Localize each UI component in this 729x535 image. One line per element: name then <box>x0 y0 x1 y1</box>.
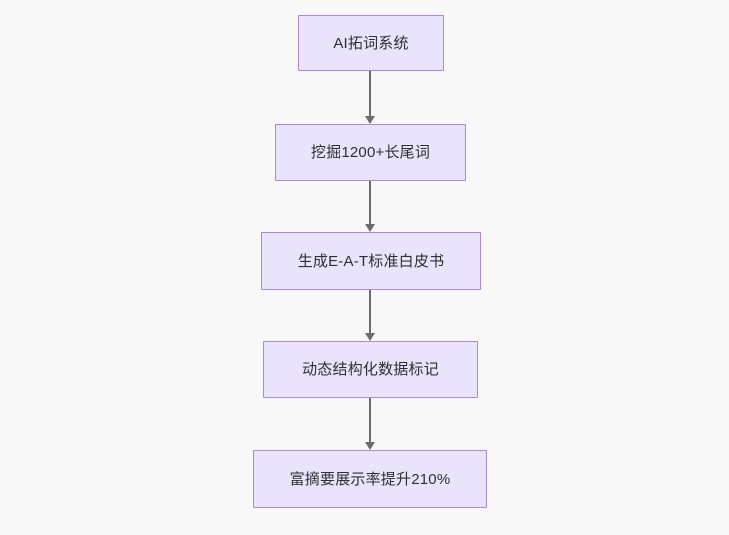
flowchart-node-label: 动态结构化数据标记 <box>302 361 439 378</box>
flowchart-node-label: AI拓词系统 <box>333 34 409 52</box>
edge-line <box>369 181 371 225</box>
edge-n3-n4 <box>364 290 376 341</box>
flowchart-node-n5[interactable]: 富摘要展示率提升210% <box>253 450 487 508</box>
flowchart-node-n3[interactable]: 生成E-A-T标准白皮书 <box>261 232 481 290</box>
edge-line <box>369 290 371 334</box>
arrowhead-icon <box>365 224 375 232</box>
flowchart-node-n4[interactable]: 动态结构化数据标记 <box>263 341 478 398</box>
edge-line <box>369 398 371 443</box>
edge-n2-n3 <box>364 181 376 232</box>
edge-n4-n5 <box>364 398 376 450</box>
flowchart-node-n1[interactable]: AI拓词系统 <box>298 15 444 71</box>
flowchart-node-n2[interactable]: 挖掘1200+长尾词 <box>275 124 466 181</box>
edge-line <box>369 71 371 117</box>
arrowhead-icon <box>365 333 375 341</box>
flowchart-node-label: 挖掘1200+长尾词 <box>310 144 431 161</box>
arrowhead-icon <box>365 442 375 450</box>
edge-n1-n2 <box>364 71 376 124</box>
flowchart-node-label: 富摘要展示率提升210% <box>289 470 451 488</box>
flowchart-node-label: 生成E-A-T标准白皮书 <box>297 252 445 270</box>
arrowhead-icon <box>365 116 375 124</box>
